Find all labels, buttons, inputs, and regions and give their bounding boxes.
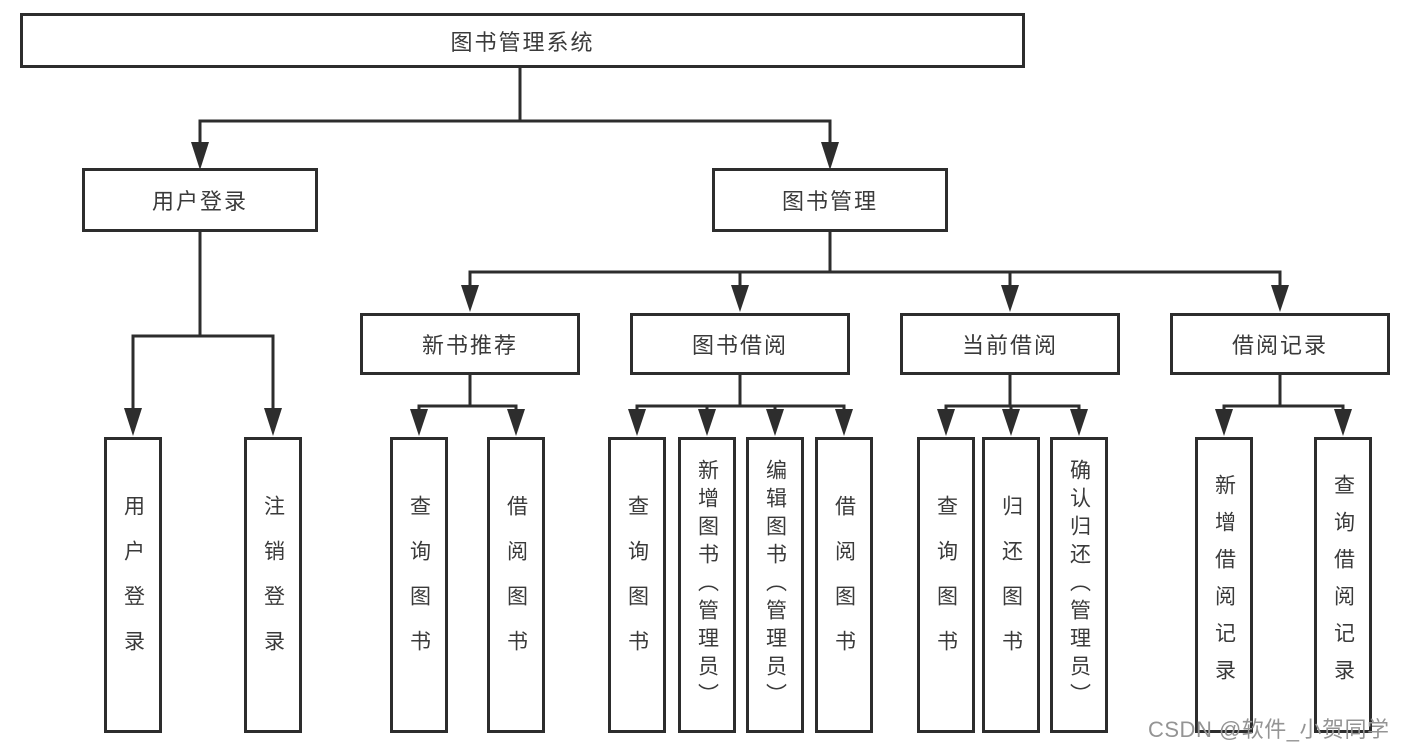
leaf-query-book-1-label: 查询图书 — [407, 495, 431, 675]
leaf-logout: 注销登录 — [244, 437, 302, 733]
connector-book-borrow — [635, 375, 846, 410]
leaf-logout-label: 注销登录 — [261, 495, 285, 675]
leaf-add-book-admin: 新增图书（管理员） — [678, 437, 736, 733]
leaf-query-borrow-record: 查询借阅记录 — [1314, 437, 1372, 733]
leaf-confirm-return-admin-label: 确认归还（管理员） — [1067, 459, 1091, 711]
arrowheads — [124, 142, 1352, 436]
leaf-query-borrow-record-label: 查询借阅记录 — [1331, 474, 1355, 696]
node-system-root-label: 图书管理系统 — [450, 29, 595, 55]
leaf-user-login-label: 用户登录 — [121, 495, 145, 675]
node-book-management-label: 图书管理 — [781, 189, 878, 214]
leaf-return-book: 归还图书 — [982, 437, 1040, 733]
leaf-query-book-2: 查询图书 — [608, 437, 666, 733]
leaf-borrow-book-1: 借阅图书 — [487, 437, 545, 733]
leaf-query-book-2-label: 查询图书 — [625, 495, 649, 675]
node-current-borrow: 当前借阅 — [900, 313, 1120, 375]
leaf-edit-book-admin: 编辑图书（管理员） — [746, 437, 804, 733]
leaf-add-book-admin-label: 新增图书（管理员） — [695, 459, 719, 711]
node-borrow-record-label: 借阅记录 — [1231, 333, 1328, 358]
leaf-edit-book-admin-label: 编辑图书（管理员） — [763, 459, 787, 711]
node-user-login: 用户登录 — [82, 168, 318, 232]
leaf-user-login: 用户登录 — [104, 437, 162, 733]
connector-root — [198, 68, 832, 143]
node-current-borrow-label: 当前借阅 — [961, 333, 1058, 358]
node-user-login-label: 用户登录 — [151, 189, 248, 214]
connector-book-mgmt — [468, 232, 1282, 286]
leaf-borrow-book-2: 借阅图书 — [815, 437, 873, 733]
node-system-root: 图书管理系统 — [20, 13, 1025, 68]
connector-user-login — [131, 232, 275, 409]
leaf-borrow-book-1-label: 借阅图书 — [504, 495, 528, 675]
leaf-query-book-3-label: 查询图书 — [934, 495, 958, 675]
connector-new-book — [417, 375, 518, 410]
node-book-borrow: 图书借阅 — [630, 313, 850, 375]
leaf-query-book-1: 查询图书 — [390, 437, 448, 733]
leaf-confirm-return-admin: 确认归还（管理员） — [1050, 437, 1108, 733]
connector-borrow-record — [1222, 375, 1345, 410]
node-book-borrow-label: 图书借阅 — [691, 333, 788, 358]
csdn-watermark: CSDN @软件_小贺同学 — [1148, 717, 1390, 742]
node-new-book-recommend: 新书推荐 — [360, 313, 580, 375]
connector-current-borrow — [944, 375, 1081, 410]
node-book-management: 图书管理 — [712, 168, 948, 232]
node-borrow-record: 借阅记录 — [1170, 313, 1390, 375]
leaf-query-book-3: 查询图书 — [917, 437, 975, 733]
leaf-return-book-label: 归还图书 — [999, 495, 1023, 675]
node-new-book-recommend-label: 新书推荐 — [421, 333, 518, 358]
leaf-borrow-book-2-label: 借阅图书 — [832, 495, 856, 675]
leaf-add-borrow-record: 新增借阅记录 — [1195, 437, 1253, 733]
leaf-add-borrow-record-label: 新增借阅记录 — [1212, 474, 1236, 696]
